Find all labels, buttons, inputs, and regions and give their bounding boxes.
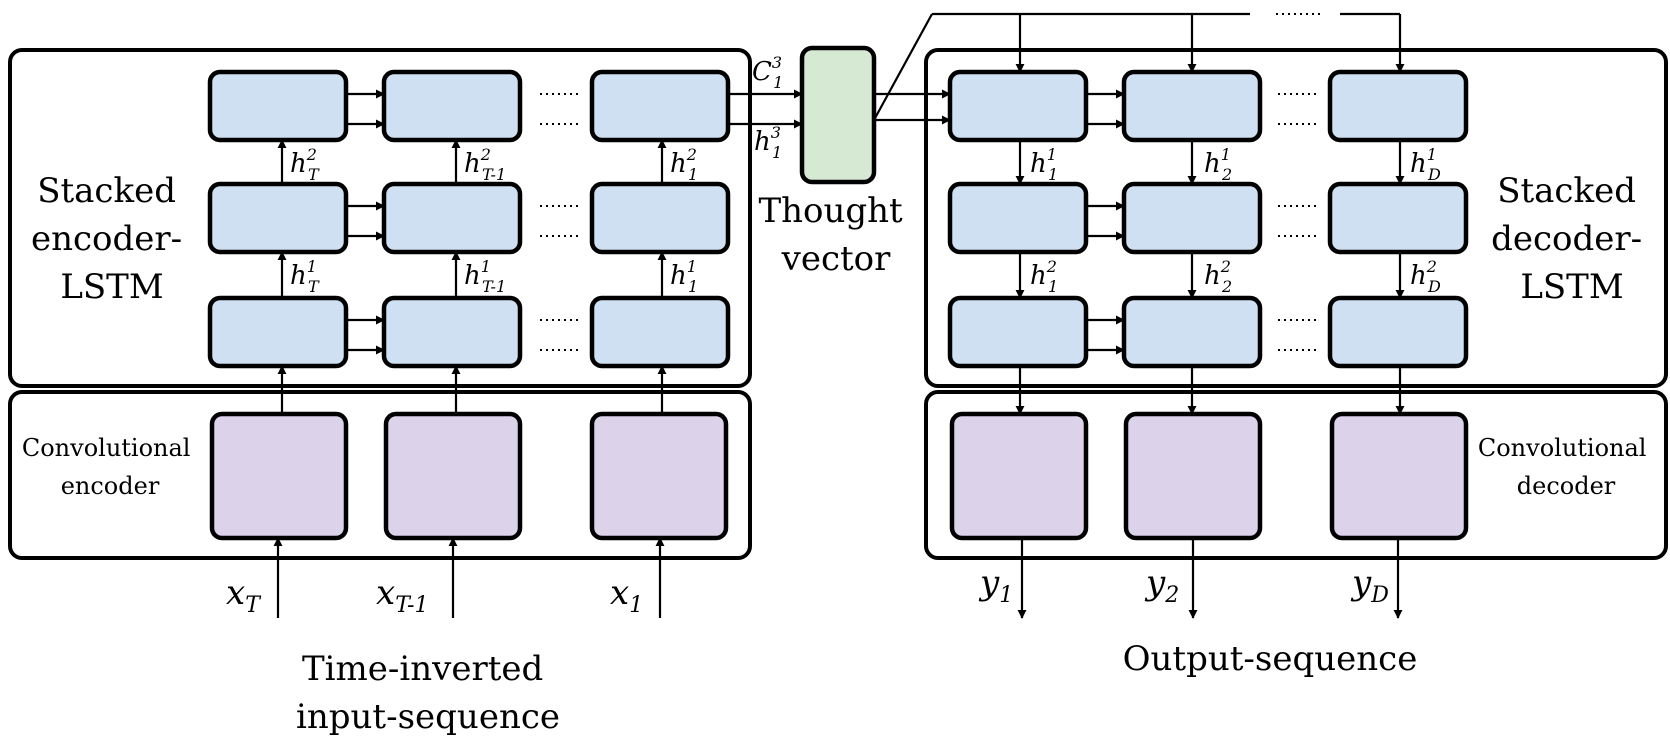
decoder-lstm-cell xyxy=(1327,181,1469,255)
encoder-conv-blocks xyxy=(209,411,729,541)
encoder-lstm-cell xyxy=(207,69,349,143)
decoder-caption: Output-sequence xyxy=(1123,639,1418,679)
encoder-lstm-cell xyxy=(381,69,523,143)
encoder-lstm-cell xyxy=(207,295,349,369)
decoder-lstm-cell xyxy=(947,69,1089,143)
decoder-conv-block xyxy=(1329,411,1469,541)
encoder-conv-block xyxy=(209,411,349,541)
encoder-input-label: xT-1 xyxy=(376,573,428,618)
encoder-conv-label: Convolutional encoder xyxy=(22,434,198,500)
decoder-lstm-cell xyxy=(947,181,1089,255)
encoder-lstm-cell xyxy=(589,295,731,369)
decoder-conv-panel xyxy=(924,390,1668,560)
decoder-conv-block xyxy=(1123,411,1263,541)
encoder-lstm-cell xyxy=(589,181,731,255)
encoder-conv-block xyxy=(383,411,523,541)
decoder-conv-label: Convolutional decoder xyxy=(1478,434,1654,500)
encoder-input-label: x1 xyxy=(610,573,643,618)
decoder-lstm-cell xyxy=(1121,295,1263,369)
encoder-input-arrows xyxy=(273,537,665,618)
decoder-recurrent-arrows xyxy=(1086,89,1125,355)
decoder-vertical-arrows xyxy=(1015,140,1405,415)
encoder-vertical-arrows xyxy=(277,139,667,414)
decoder-output-label: y2 xyxy=(1144,563,1179,608)
decoder-output-label: y1 xyxy=(978,563,1013,608)
decoder-lstm-grid xyxy=(947,69,1469,369)
encoder-lstm-cell xyxy=(381,181,523,255)
encoder-caption: Time-inverted input-sequence xyxy=(296,649,560,737)
thought-to-decoder-wires xyxy=(873,12,1405,125)
decoder-lstm-cell xyxy=(1327,69,1469,143)
encoder-lstm-label: Stacked encoder- LSTM xyxy=(31,171,193,307)
encoder-lstm-panel xyxy=(8,48,752,388)
thought-vector-label: Thought vector xyxy=(758,191,913,279)
decoder-conv-blocks xyxy=(949,411,1469,541)
decoder-output-arrows xyxy=(1017,538,1403,619)
decoder-lstm-cell xyxy=(1327,295,1469,369)
encoder-recurrent-arrows xyxy=(346,89,385,355)
encoder-lstm-cell xyxy=(589,69,731,143)
decoder-output-label: yD xyxy=(1350,563,1389,608)
decoder-lstm-label: Stacked decoder- LSTM xyxy=(1491,171,1653,307)
decoder-conv-block xyxy=(949,411,1089,541)
decoder-lstm-cell xyxy=(1121,69,1263,143)
decoder-ellipsis-dots xyxy=(1278,93,1316,351)
decoder-lstm-panel xyxy=(924,48,1668,388)
encoder-conv-panel xyxy=(8,390,752,560)
decoder-lstm-cell xyxy=(1121,181,1263,255)
thought-vector-box xyxy=(799,45,877,185)
encoder-lstm-grid xyxy=(207,69,731,369)
encoder-lstm-cell xyxy=(381,295,523,369)
decoder-lstm-cell xyxy=(947,295,1089,369)
encoder-lstm-cell xyxy=(207,181,349,255)
encoder-ellipsis-dots xyxy=(540,93,578,351)
encoder-conv-block xyxy=(589,411,729,541)
encoder-input-label: xT xyxy=(226,573,262,618)
